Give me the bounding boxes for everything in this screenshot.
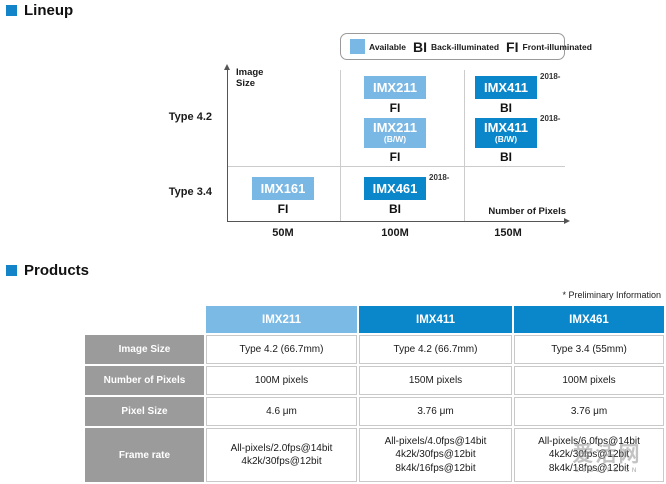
illumination-label: FI [277,202,289,216]
y-axis-line [227,69,228,222]
illumination-label: FI [389,101,401,115]
year-tag: 2018- [540,72,561,81]
year-tag: 2018- [540,114,561,123]
column-header-imx461: IMX461 [514,306,664,333]
sensor-box-imx161: IMX161 [252,177,314,200]
table-cell: 100M pixels [514,366,664,395]
illumination-label: BI [500,150,512,164]
sensor-name: IMX411 [483,120,529,135]
table-cell: Type 4.2 (66.7mm) [359,335,512,364]
sensor-name: IMX161 [260,181,306,196]
legend-fi-label: Front-illuminated [522,41,592,52]
sensor-variant: (B/W) [494,134,518,144]
sensor-name: IMX461 [372,181,418,196]
y-axis-label: Image Size [236,67,264,89]
section-bullet-icon [6,5,17,16]
available-swatch-icon [350,39,365,54]
legend-fi-abbr: FI [506,38,519,55]
preliminary-note: * Preliminary Information [562,290,661,300]
sensor-box-imx211-bw: IMX211 (B/W) [364,118,426,148]
table-cell: 100M pixels [206,366,357,395]
products-heading-label: Products [24,262,90,279]
x-tick-50m: 50M [272,227,294,239]
table-cell: Type 3.4 (55mm) [514,335,664,364]
year-tag: 2018- [429,173,450,182]
table-cell: All-pixels/4.0fps@14bit 4k2k/30fps@12bit… [359,428,512,482]
y-axis-arrow-icon [224,64,230,70]
row-label-frame-rate: Frame rate [85,428,204,482]
sensor-variant: (B/W) [383,134,407,144]
column-header-imx211: IMX211 [206,306,357,333]
products-table: IMX211 IMX411 IMX461 Image Size Type 4.2… [85,306,664,482]
sensor-name: IMX211 [372,120,418,135]
x-tick-150m: 150M [494,227,522,239]
sensor-box-imx411: IMX411 [475,76,537,99]
legend-bi-label: Back-illuminated [431,41,500,52]
y-tick-type-4-2: Type 4.2 [168,111,212,123]
x-axis-label: Number of Pixels [488,206,566,217]
table-cell: All-pixels/2.0fps@14bit 4k2k/30fps@12bit [206,428,357,482]
illumination-label: FI [389,150,401,164]
x-tick-100m: 100M [381,227,409,239]
row-label-image-size: Image Size [85,335,204,364]
x-axis-arrow-icon [564,218,570,224]
legend-available-label: Available [369,41,407,52]
gridline-vertical-1 [340,70,341,221]
column-header-imx411: IMX411 [359,306,512,333]
sensor-name: IMX211 [372,80,418,95]
section-bullet-icon [6,265,17,276]
gridline-vertical-2 [464,70,465,221]
table-corner-cell [85,306,204,333]
illumination-label: BI [500,101,512,115]
illumination-label: BI [389,202,401,216]
lineup-heading-label: Lineup [24,2,74,19]
legend: Available BI Back-illuminated FI Front-i… [340,33,592,60]
row-label-number-of-pixels: Number of Pixels [85,366,204,395]
sensor-box-imx461: IMX461 [364,177,426,200]
table-cell: 4.6 μm [206,397,357,426]
sensor-box-imx411-bw: IMX411 (B/W) [475,118,537,148]
table-cell: Type 4.2 (66.7mm) [206,335,357,364]
table-cell: 150M pixels [359,366,512,395]
table-cell: All-pixels/6.0fps@14bit 4k2k/30fps@12bit… [514,428,664,482]
sensor-name: IMX411 [483,80,529,95]
products-heading: Products [6,262,89,279]
y-tick-type-3-4: Type 3.4 [168,186,212,198]
table-cell: 3.76 μm [514,397,664,426]
legend-bi-abbr: BI [413,38,428,55]
sensor-box-imx211: IMX211 [364,76,426,99]
x-axis-line [227,221,565,222]
table-cell: 3.76 μm [359,397,512,426]
lineup-heading: Lineup [6,2,73,19]
gridline-horizontal [228,166,565,167]
row-label-pixel-size: Pixel Size [85,397,204,426]
